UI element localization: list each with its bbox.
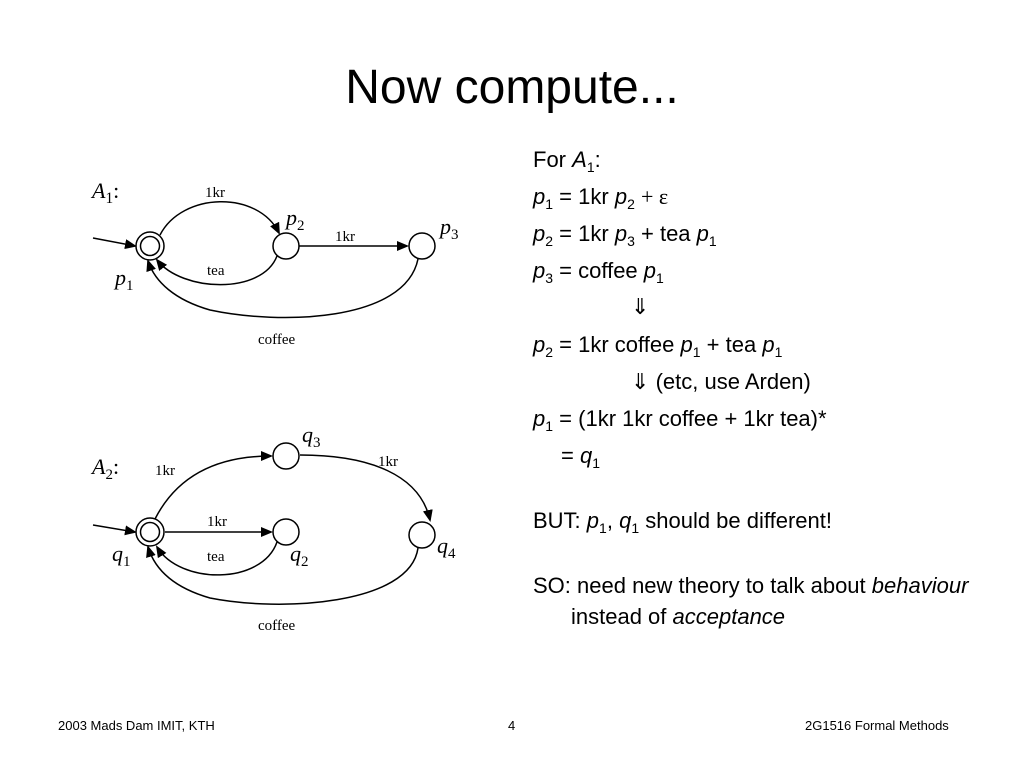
state-label-p2: p2: [284, 205, 305, 234]
automaton-a1-label: A1:: [90, 178, 119, 207]
state-label-p1: p1: [113, 265, 134, 294]
state-label-q2: q2: [290, 541, 309, 570]
footer-right: 2G1516 Formal Methods: [805, 718, 949, 733]
automaton-a1: A1: 1kr 1kr tea coffee p1 p2: [90, 178, 459, 348]
edge-p2-p1: [155, 255, 278, 286]
automaton-a2-label: A2:: [90, 454, 119, 483]
start-arrow-a2: [92, 524, 137, 536]
state-p1: [135, 231, 165, 261]
edge-label-q2-q1: tea: [207, 549, 225, 565]
edge-q1-q3: [154, 451, 273, 520]
state-q4: [408, 521, 436, 549]
state-q3: [272, 442, 300, 470]
page-number: 4: [508, 718, 516, 733]
arden-note: (etc, use Arden): [655, 369, 811, 394]
double-down-arrow-icon: ⇓: [631, 370, 650, 395]
state-p3: [408, 232, 436, 260]
eq-p3: p3 = coffee p1: [533, 258, 664, 286]
edge-p3-p1: [146, 258, 419, 319]
so-note: SO: need new theory to talk about behavi…: [533, 573, 969, 629]
state-q2: [272, 518, 300, 546]
eq-for-a1: For A1:: [533, 147, 601, 175]
state-label-q3: q3: [302, 422, 321, 451]
start-arrow-a1: [92, 237, 137, 250]
implies-arrow-2: ⇓ (etc, use Arden): [533, 366, 1003, 403]
state-label-q4: q4: [437, 533, 456, 562]
edge-label-q4-q1: coffee: [258, 618, 296, 634]
edge-label-q3-q4: 1kr: [378, 454, 398, 470]
edge-q3-q4: [299, 454, 433, 522]
but-note: BUT: p1, q1 should be different!: [533, 508, 832, 536]
eq-p2: p2 = 1kr p3 + tea p1: [533, 221, 717, 249]
eq-equals-q1: = q1: [561, 443, 601, 471]
eq-p1: p1 = 1kr p2 + ε: [533, 184, 669, 212]
edge-label-q1-q2: 1kr: [207, 514, 227, 530]
edge-label-p3-p1: coffee: [258, 332, 296, 348]
eq-p2-substituted: p2 = 1kr coffee p1 + tea p1: [533, 332, 783, 360]
edge-p1-p2: [159, 201, 280, 236]
equations-panel: For A1: p1 = 1kr p2 + ε p2 = 1kr p3 + te…: [533, 144, 1003, 632]
edge-q2-q1: [155, 541, 278, 576]
state-label-p3: p3: [438, 214, 459, 243]
edge-label-p1-p2: 1kr: [205, 185, 225, 201]
automaton-a2: A2: 1kr 1kr 1kr tea coffee q1: [90, 422, 456, 634]
edge-q4-q1: [146, 545, 419, 605]
double-down-arrow-icon: ⇓: [631, 295, 650, 320]
edge-label-q1-q3: 1kr: [155, 463, 175, 479]
eq-p1-solution: p1 = (1kr 1kr coffee + 1kr tea)*: [533, 406, 827, 434]
footer-left: 2003 Mads Dam IMIT, KTH: [58, 718, 215, 733]
slide-title: Now compute...: [345, 61, 679, 114]
state-label-q1: q1: [112, 541, 131, 570]
state-p2: [272, 232, 300, 260]
edge-label-p2-p3: 1kr: [335, 229, 355, 245]
implies-arrow-1: ⇓: [533, 292, 1003, 329]
state-q1: [135, 517, 165, 547]
edge-label-p2-p1: tea: [207, 263, 225, 279]
